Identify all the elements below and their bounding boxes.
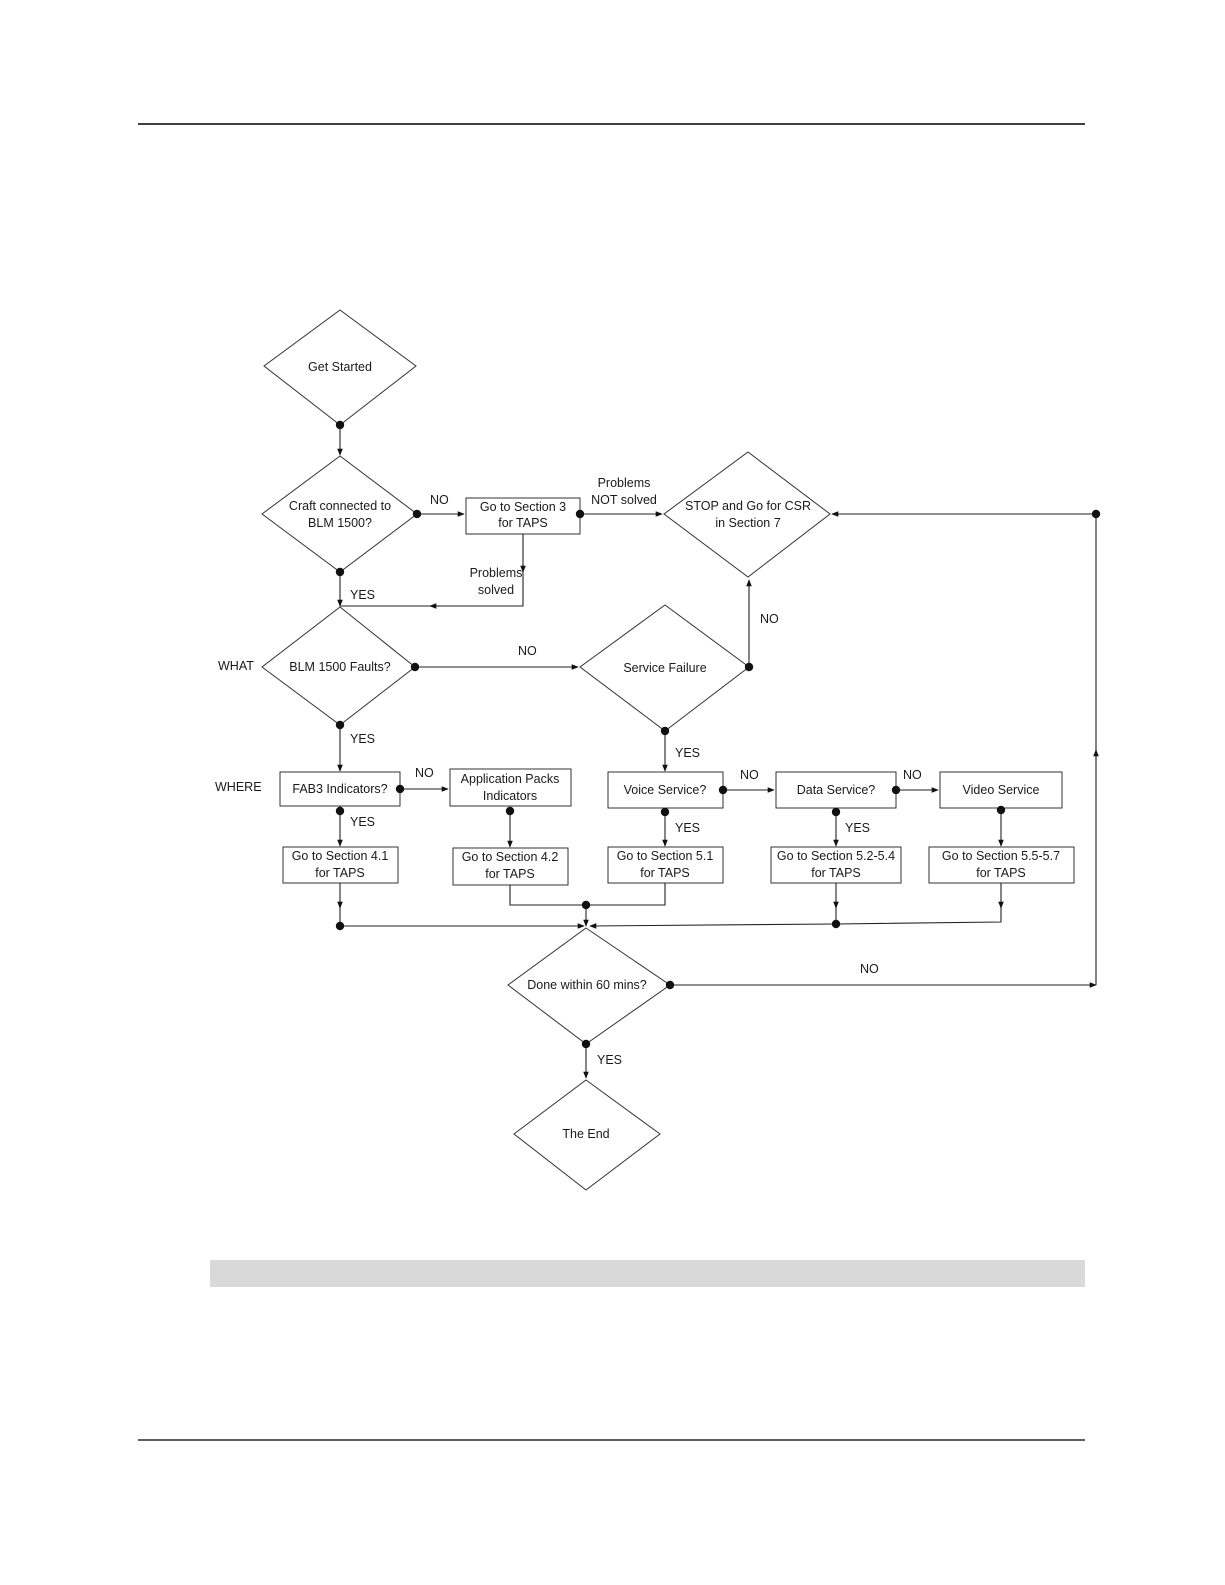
node-blm-faults-text: BLM 1500 Faults? — [289, 660, 390, 674]
node-voice-service: Voice Service? — [607, 771, 724, 809]
node-the-end: The End — [513, 1079, 661, 1191]
label-solved-line2: solved — [478, 583, 514, 597]
dot-video-bottom — [996, 805, 1006, 815]
node-section-4-1-line1: Go to Section 4.1 — [292, 849, 389, 863]
dot-data-bottom — [831, 807, 841, 817]
label-not-solved-line2: NOT solved — [591, 493, 657, 507]
node-application-packs-line2: Indicators — [483, 789, 537, 803]
dot-section3-right — [575, 509, 585, 519]
node-craft-connected-line1: Craft connected to — [289, 499, 391, 513]
label-fab3-no: NO — [415, 766, 434, 780]
label-craft-yes: YES — [350, 588, 375, 602]
node-section-4-2-line2: for TAPS — [485, 867, 535, 881]
node-service-failure-text: Service Failure — [623, 661, 706, 675]
node-video-service: Video Service — [939, 771, 1063, 809]
label-fab3-yes: YES — [350, 815, 375, 829]
node-the-end-text: The End — [562, 1127, 609, 1141]
dot-voice-right — [718, 785, 728, 795]
dot-data-right — [891, 785, 901, 795]
node-craft-connected: Craft connected to BLM 1500? — [261, 455, 418, 573]
label-solved-line1: Problems — [470, 566, 523, 580]
label-done-yes: YES — [597, 1053, 622, 1067]
label-voice-no: NO — [740, 768, 759, 782]
node-section-5-5-5-7-line2: for TAPS — [976, 866, 1026, 880]
node-section-5-5-5-7: Go to Section 5.5-5.7 for TAPS — [928, 846, 1075, 884]
dot-faults-right — [410, 662, 420, 672]
label-data-yes: YES — [845, 821, 870, 835]
node-data-service-text: Data Service? — [797, 783, 876, 797]
caption-bar — [210, 1260, 1085, 1287]
node-craft-connected-line2: BLM 1500? — [308, 516, 372, 530]
node-section-4-2: Go to Section 4.2 for TAPS — [452, 847, 569, 886]
edge-labels: NO YES Problems NOT solved Problems solv… — [350, 476, 922, 1067]
dot-craft-bottom — [335, 567, 345, 577]
side-label-what: WHAT — [218, 659, 254, 673]
label-faults-no: NO — [518, 644, 537, 658]
node-done-within-60-text: Done within 60 mins? — [527, 978, 647, 992]
edge-sec55-down — [835, 883, 1002, 925]
label-craft-no: NO — [430, 493, 449, 507]
dot-apppacks-bottom — [505, 806, 515, 816]
edge-section3-solved — [340, 534, 524, 607]
dot-feedback-corner — [1091, 509, 1101, 519]
label-done-no: NO — [860, 962, 879, 976]
connectors — [337, 425, 1099, 1079]
label-faults-yes: YES — [350, 732, 375, 746]
node-application-packs-line1: Application Packs — [461, 772, 560, 786]
label-sf-yes: YES — [675, 746, 700, 760]
dot-mid-merge — [581, 900, 591, 910]
node-section-5-5-5-7-line1: Go to Section 5.5-5.7 — [942, 849, 1060, 863]
node-fab3-indicators-text: FAB3 Indicators? — [292, 782, 387, 796]
node-stop-csr: STOP and Go for CSR in Section 7 — [663, 451, 831, 578]
node-service-failure: Service Failure — [579, 604, 750, 732]
node-section-3-line1: Go to Section 3 — [480, 500, 566, 514]
label-not-solved-line1: Problems — [598, 476, 651, 490]
label-data-no: NO — [903, 768, 922, 782]
dot-sf-right — [744, 662, 754, 672]
node-video-service-text: Video Service — [963, 783, 1040, 797]
label-sf-no: NO — [760, 612, 779, 626]
node-voice-service-text: Voice Service? — [624, 783, 707, 797]
junction-dots — [335, 420, 1101, 1049]
node-section-3: Go to Section 3 for TAPS — [465, 497, 581, 535]
dot-fab3-bottom — [335, 806, 345, 816]
dot-left-merge — [335, 921, 345, 931]
dot-start — [335, 420, 345, 430]
label-voice-yes: YES — [675, 821, 700, 835]
dot-faults-bottom — [335, 720, 345, 730]
node-section-3-line2: for TAPS — [498, 516, 548, 530]
node-get-started: Get Started — [263, 309, 417, 426]
node-stop-csr-line1: STOP and Go for CSR — [685, 499, 811, 513]
node-section-4-1-line2: for TAPS — [315, 866, 365, 880]
node-application-packs: Application Packs Indicators — [449, 768, 572, 807]
node-section-5-1: Go to Section 5.1 for TAPS — [607, 846, 724, 884]
node-section-4-1: Go to Section 4.1 for TAPS — [282, 846, 399, 884]
dot-sf-bottom — [660, 726, 670, 736]
node-section-5-2-5-4-line1: Go to Section 5.2-5.4 — [777, 849, 895, 863]
dot-done-bottom — [581, 1039, 591, 1049]
side-label-where: WHERE — [215, 780, 262, 794]
dot-voice-bottom — [660, 807, 670, 817]
node-section-5-1-line2: for TAPS — [640, 866, 690, 880]
node-blm-faults: BLM 1500 Faults? — [261, 606, 416, 726]
dot-craft-right — [412, 509, 422, 519]
node-done-within-60: Done within 60 mins? — [507, 927, 671, 1045]
node-section-5-2-5-4: Go to Section 5.2-5.4 for TAPS — [770, 846, 902, 884]
dot-right-merge — [831, 919, 841, 929]
node-get-started-text: Get Started — [308, 360, 372, 374]
node-fab3-indicators: FAB3 Indicators? — [279, 771, 401, 807]
node-section-4-2-line1: Go to Section 4.2 — [462, 850, 559, 864]
dot-fab3-right — [395, 784, 405, 794]
node-data-service: Data Service? — [775, 771, 897, 809]
node-section-5-2-5-4-line2: for TAPS — [811, 866, 861, 880]
dot-done-right — [665, 980, 675, 990]
node-stop-csr-line2: in Section 7 — [715, 516, 780, 530]
edge-right-merge — [589, 923, 837, 929]
node-section-5-1-line1: Go to Section 5.1 — [617, 849, 714, 863]
